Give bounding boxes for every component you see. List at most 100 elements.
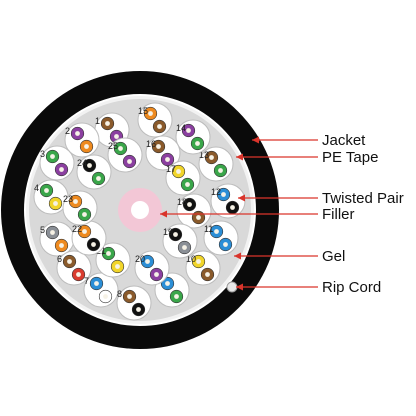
wire-conductor xyxy=(127,159,132,164)
wire-conductor xyxy=(87,163,92,168)
pair-number-label: 17 xyxy=(166,164,176,174)
wire-conductor xyxy=(173,232,178,237)
wire-conductor xyxy=(157,124,162,129)
wire-conductor xyxy=(205,272,210,277)
pair-number-label: 4 xyxy=(34,183,39,193)
twisted-pair-12: 12 xyxy=(210,183,246,219)
twisted-pair-11: 11 xyxy=(203,220,239,256)
pair-number-label: 23 xyxy=(63,194,73,204)
wire-conductor xyxy=(118,146,123,151)
wire-conductor xyxy=(96,176,101,181)
pair-number-label: 1 xyxy=(95,116,100,126)
twisted-pair-23: 23 xyxy=(62,190,98,226)
wire-conductor xyxy=(73,199,78,204)
pair-number-label: 15 xyxy=(138,106,148,116)
wire-conductor xyxy=(165,281,170,286)
wire-conductor xyxy=(230,205,235,210)
callout-arrowhead xyxy=(252,136,259,144)
callout-label-jacket: Jacket xyxy=(322,132,366,149)
wire-conductor xyxy=(59,243,64,248)
callout-label-pe-tape: PE Tape xyxy=(322,149,378,166)
twisted-pair-14: 14 xyxy=(175,119,211,155)
wire-conductor xyxy=(176,169,181,174)
twisted-pair-17: 17 xyxy=(165,160,201,196)
twisted-pair-8: 8 xyxy=(116,285,152,321)
pair-number-label: 13 xyxy=(199,150,209,160)
pair-number-label: 10 xyxy=(186,254,196,264)
wire-conductor xyxy=(209,155,214,160)
callout-label-twisted-pair: Twisted Pair xyxy=(322,190,404,207)
wire-conductor xyxy=(91,242,96,247)
pair-number-label: 21 xyxy=(96,246,106,256)
wire-conductor xyxy=(156,144,161,149)
callout-arrowhead xyxy=(234,252,241,260)
wire-conductor xyxy=(50,230,55,235)
callout-arrowhead xyxy=(236,283,243,291)
wire-conductor xyxy=(82,212,87,217)
pair-number-label: 22 xyxy=(72,224,82,234)
twisted-pair-13: 13 xyxy=(198,146,234,182)
wire-conductor xyxy=(44,188,49,193)
wire-conductor xyxy=(127,294,132,299)
wire-conductor xyxy=(82,229,87,234)
pair-number-label: 25 xyxy=(108,141,118,151)
wire-conductor xyxy=(223,242,228,247)
wire-conductor xyxy=(186,128,191,133)
wire-conductor xyxy=(114,134,119,139)
filler-center xyxy=(131,201,149,219)
pair-number-label: 3 xyxy=(40,149,45,159)
pair-number-label: 18 xyxy=(177,197,187,207)
callout-label-gel: Gel xyxy=(322,248,345,265)
twisted-pair-24: 24 xyxy=(76,154,112,190)
wire-conductor xyxy=(214,229,219,234)
twisted-pairs-group: 1234567891011121314151617181920212223242… xyxy=(33,102,246,321)
twisted-pair-18: 18 xyxy=(176,193,212,229)
pair-number-label: 5 xyxy=(40,225,45,235)
wire-conductor xyxy=(187,202,192,207)
twisted-pair-7: 7 xyxy=(83,272,119,308)
pair-number-label: 6 xyxy=(57,254,62,264)
pair-number-label: 2 xyxy=(65,126,70,136)
pair-number-label: 7 xyxy=(84,276,89,286)
wire-conductor xyxy=(174,294,179,299)
callout-group: Jacket PE Tape Twisted Pair Filler Gel R… xyxy=(160,132,404,296)
pair-number-label: 14 xyxy=(176,123,186,133)
wire-conductor xyxy=(53,201,58,206)
filler-core xyxy=(118,188,162,232)
pair-number-label: 11 xyxy=(204,224,213,234)
wire-conductor xyxy=(145,259,150,264)
wire-conductor xyxy=(50,154,55,159)
twisted-pair-15: 15 xyxy=(137,102,173,138)
wire-conductor xyxy=(59,167,64,172)
callout-arrowhead xyxy=(160,210,167,218)
pair-number-label: 12 xyxy=(211,187,221,197)
pair-sheath xyxy=(83,272,119,308)
wire-conductor xyxy=(67,259,72,264)
twisted-pair-3: 3 xyxy=(39,145,75,181)
pair-sheath xyxy=(116,285,152,321)
wire-conductor xyxy=(196,259,201,264)
wire-conductor xyxy=(165,157,170,162)
twisted-pair-2: 2 xyxy=(64,122,100,158)
twisted-pair-25: 25 xyxy=(107,137,143,173)
pair-number-label: 20 xyxy=(135,254,145,264)
twisted-pair-10: 10 xyxy=(185,250,221,286)
twisted-pair-21: 21 xyxy=(95,242,131,278)
wire-conductor xyxy=(105,121,110,126)
twisted-pair-19: 19 xyxy=(162,223,198,259)
wire-conductor xyxy=(76,272,81,277)
callout-label-rip-cord: Rip Cord xyxy=(322,279,381,296)
wire-conductor xyxy=(115,264,120,269)
twisted-pair-22: 22 xyxy=(71,220,107,256)
wire-conductor xyxy=(196,215,201,220)
pair-number-label: 24 xyxy=(77,158,87,168)
pair-sheath xyxy=(39,145,75,181)
wire-conductor xyxy=(185,182,190,187)
wire-conductor xyxy=(218,168,223,173)
wire-conductor xyxy=(103,294,108,299)
wire-conductor xyxy=(221,192,226,197)
wire-conductor xyxy=(136,307,141,312)
wire-conductor xyxy=(148,111,153,116)
wire-conductor xyxy=(182,245,187,250)
